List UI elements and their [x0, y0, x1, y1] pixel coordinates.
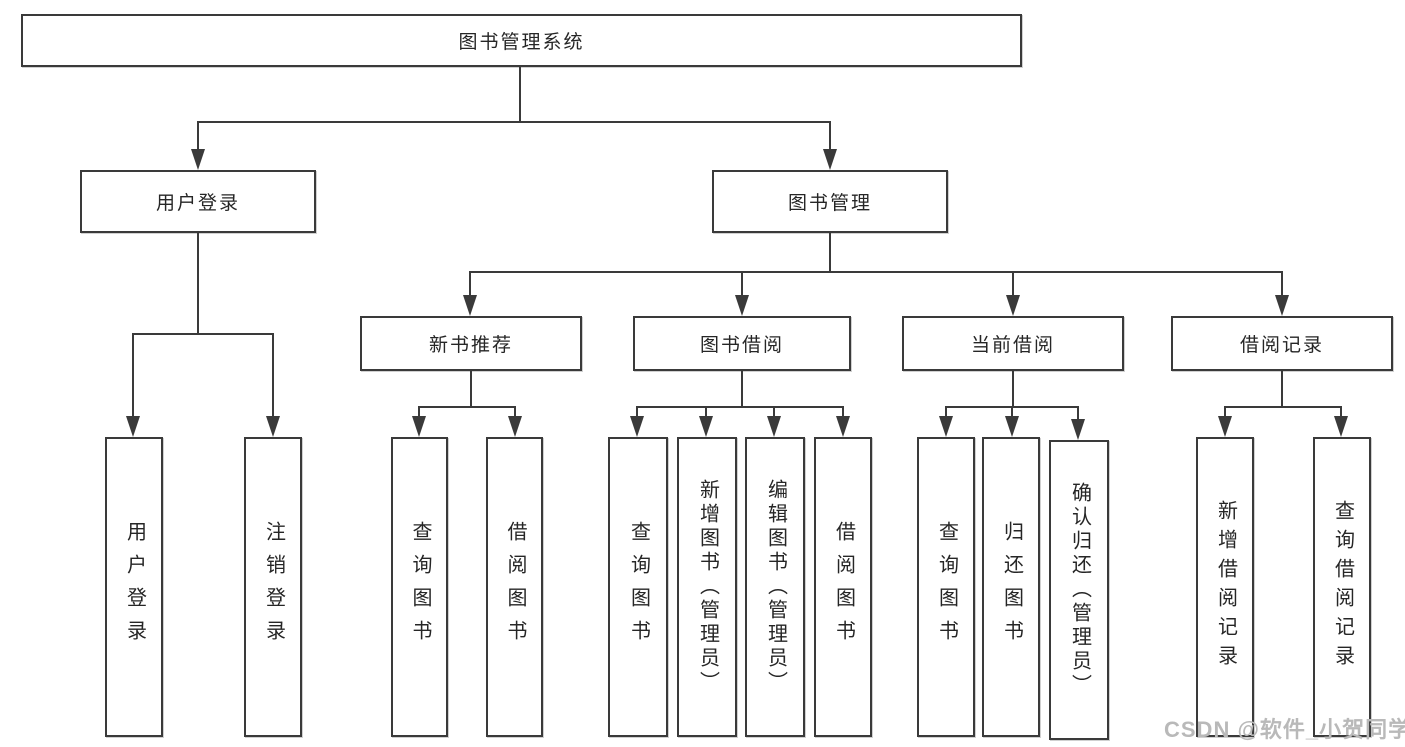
connector-line [1012, 271, 1014, 295]
leaf-add-borrow-record: 新增借阅记录 [1196, 437, 1254, 737]
leaf-logout: 注销登录 [244, 437, 302, 737]
arrowhead [1006, 295, 1020, 316]
connector-line [469, 271, 471, 295]
connector-line [514, 406, 516, 418]
connector-line [705, 406, 707, 418]
connector-line [197, 233, 199, 333]
arrowhead [1071, 419, 1085, 440]
leaf-query-books-current: 查询图书 [917, 437, 975, 737]
node-borrowing-records: 借阅记录 [1171, 316, 1393, 371]
leaf-borrow-books-borrowing: 借阅图书 [814, 437, 872, 737]
leaf-edit-books-admin: 编辑图书（管理员） [745, 437, 805, 737]
node-book-borrowing: 图书借阅 [633, 316, 851, 371]
connector-line [469, 271, 1283, 273]
connector-line [1224, 406, 1226, 418]
leaf-query-books-recommend: 查询图书 [391, 437, 448, 737]
leaf-label: 编辑图书（管理员） [764, 479, 787, 695]
node-label: 图书管理系统 [458, 32, 585, 53]
arrowhead [126, 416, 140, 437]
leaf-return-books: 归还图书 [982, 437, 1040, 737]
node-label: 用户登录 [155, 193, 240, 214]
connector-line [1340, 406, 1342, 418]
csdn-watermark: CSDN @软件_小贺同学 [1164, 717, 1405, 742]
leaf-label: 查询图书 [627, 521, 650, 653]
node-label: 借阅记录 [1239, 335, 1324, 356]
arrowhead [735, 295, 749, 316]
leaf-user-login: 用户登录 [105, 437, 163, 737]
connector-line [418, 406, 420, 418]
connector-line [1281, 371, 1283, 406]
connector-line [741, 371, 743, 406]
connector-line [1077, 406, 1079, 421]
connector-line [1224, 406, 1342, 408]
node-label: 图书借阅 [699, 335, 784, 356]
leaf-label: 查询图书 [409, 521, 431, 653]
node-book-management-group: 图书管理 [712, 170, 948, 233]
arrowhead [1275, 295, 1289, 316]
arrowhead [508, 416, 522, 437]
leaf-label: 借阅图书 [832, 521, 855, 653]
node-current-borrowing: 当前借阅 [902, 316, 1124, 371]
arrowhead [699, 416, 713, 437]
connector-line [1012, 371, 1014, 406]
leaf-label: 确认归还（管理员） [1068, 482, 1091, 698]
connector-line [1011, 406, 1013, 418]
leaf-borrow-books-recommend: 借阅图书 [486, 437, 543, 737]
node-label: 当前借阅 [970, 335, 1055, 356]
leaf-label: 用户登录 [123, 521, 146, 653]
arrowhead [939, 416, 953, 437]
arrowhead [836, 416, 850, 437]
connector-line [132, 333, 134, 416]
connector-line [636, 406, 844, 408]
connector-line [470, 371, 472, 406]
arrowhead [463, 295, 477, 316]
node-user-login-group: 用户登录 [80, 170, 316, 233]
node-label: 图书管理 [787, 193, 872, 214]
arrowhead [823, 149, 837, 170]
leaf-query-books-borrowing: 查询图书 [608, 437, 668, 737]
leaf-query-borrow-record: 查询借阅记录 [1313, 437, 1371, 737]
arrowhead [1334, 416, 1348, 437]
connector-line [418, 406, 516, 408]
connector-line [829, 121, 831, 151]
leaf-label: 新增借阅记录 [1214, 500, 1237, 674]
connector-line [197, 121, 831, 123]
connector-line [519, 67, 521, 121]
leaf-label: 注销登录 [262, 521, 285, 653]
node-label: 新书推荐 [428, 335, 513, 356]
leaf-confirm-return-admin: 确认归还（管理员） [1049, 440, 1109, 740]
connector-line [945, 406, 947, 418]
connector-line [272, 333, 274, 416]
leaf-label: 借阅图书 [504, 521, 526, 653]
connector-line [636, 406, 638, 418]
arrowhead [767, 416, 781, 437]
connector-line [773, 406, 775, 418]
connector-line [842, 406, 844, 418]
connector-line [132, 333, 274, 335]
leaf-label: 查询借阅记录 [1331, 500, 1354, 674]
leaf-label: 查询图书 [935, 521, 958, 653]
connector-line [829, 233, 831, 271]
arrowhead [412, 416, 426, 437]
leaf-label: 归还图书 [1000, 521, 1023, 653]
connector-line [1281, 271, 1283, 295]
node-library-management-system: 图书管理系统 [21, 14, 1022, 67]
node-new-book-recommendation: 新书推荐 [360, 316, 582, 371]
arrowhead [630, 416, 644, 437]
leaf-label: 新增图书（管理员） [696, 479, 719, 695]
connector-line [741, 271, 743, 295]
arrowhead [1005, 416, 1019, 437]
connector-line [197, 121, 199, 151]
arrowhead [266, 416, 280, 437]
leaf-add-books-admin: 新增图书（管理员） [677, 437, 737, 737]
arrowhead [1218, 416, 1232, 437]
arrowhead [191, 149, 205, 170]
